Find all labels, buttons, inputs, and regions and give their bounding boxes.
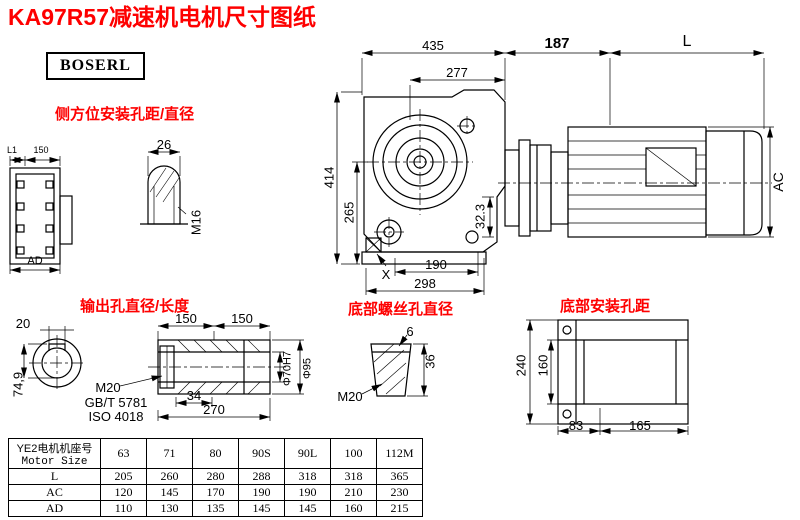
dim-165: 165	[629, 418, 651, 433]
table-row: AD 110 130 135 145 145 160 215	[8, 500, 423, 517]
brand-logo: BOSERL	[46, 52, 145, 80]
side-mount-lineart	[9, 156, 73, 274]
motor-size-table: YE2电机机座号 Motor Size 63 71 80 90S 90L 100…	[8, 438, 423, 517]
output-hole-label: 输出孔直径/长度	[80, 298, 190, 315]
table-cell: 215	[376, 500, 423, 517]
output-bore-lineart	[21, 326, 85, 391]
dim-36: 36	[422, 354, 438, 369]
dim-270: 270	[203, 402, 225, 417]
table-cell: 80	[192, 438, 239, 469]
table-header-cn: YE2电机机座号	[16, 442, 93, 455]
dim-74-9: 74,9	[10, 371, 26, 398]
table-cell: 260	[146, 468, 193, 485]
table-cell: 210	[330, 484, 377, 501]
table-cell: 100	[330, 438, 377, 469]
table-cell: L	[8, 468, 101, 485]
table-cell: 145	[146, 484, 193, 501]
table-cell: 90S	[238, 438, 285, 469]
table-cell: 145	[238, 500, 285, 517]
table-header-en: Motor Size	[21, 455, 88, 468]
table-cell: 205	[100, 468, 147, 485]
dim-6: 6	[406, 324, 414, 339]
table-cell: 90L	[284, 438, 331, 469]
side-mount-label: 侧方位安装孔距/直径	[55, 106, 195, 123]
dim-L: L	[682, 33, 692, 50]
dim-26: 26	[156, 137, 172, 152]
table-cell: 288	[238, 468, 285, 485]
table-cell: 170	[192, 484, 239, 501]
table-row: AC 120 145 170 190 190 210 230	[8, 484, 423, 501]
dim-190: 190	[425, 257, 447, 272]
bottom-mount-label: 底部安装孔距	[560, 298, 651, 315]
dim-M20-screw: M20	[337, 389, 363, 404]
table-row: L 205 260 280 288 318 318 365	[8, 468, 423, 485]
dim-265: 265	[341, 201, 357, 224]
dim-150-side: 150	[33, 145, 49, 155]
dim-phi70H7: Φ70H7	[281, 350, 294, 387]
bottom-screw-label: 底部螺丝孔直径	[348, 301, 454, 318]
output-shaft-lineart	[119, 323, 304, 421]
table-cell: 135	[192, 500, 239, 517]
motor-lineart	[498, 126, 772, 238]
table-cell: 120	[100, 484, 147, 501]
table-cell: 145	[284, 500, 331, 517]
dim-150-b: 150	[231, 311, 253, 326]
table-cell: AC	[8, 484, 101, 501]
bottom-mount-lineart	[526, 319, 689, 435]
table-cell: 190	[238, 484, 285, 501]
table-cell: 190	[284, 484, 331, 501]
main-dimensions	[334, 50, 774, 295]
table-cell: AD	[8, 500, 101, 517]
bottom-screw-lineart	[361, 334, 428, 397]
dim-34: 34	[186, 388, 202, 403]
dim-L1: L1	[6, 145, 17, 155]
dim-20: 20	[15, 316, 31, 331]
dim-X: X	[381, 267, 391, 282]
dim-M20-output: M20	[95, 380, 121, 395]
page-title: KA97R57减速机电机尺寸图纸	[8, 4, 316, 30]
dim-32-3: 32.3	[472, 203, 488, 230]
dim-gbt-5781: GB/T 5781	[84, 395, 148, 410]
table-header-motor-size: YE2电机机座号 Motor Size	[8, 438, 101, 469]
dim-iso-4018: ISO 4018	[88, 409, 144, 424]
dim-187: 187	[544, 35, 570, 52]
dim-M16: M16	[188, 209, 204, 236]
table-header-row: YE2电机机座号 Motor Size 63 71 80 90S 90L 100…	[8, 438, 423, 469]
dim-160: 160	[535, 354, 551, 377]
table-cell: 130	[146, 500, 193, 517]
table-cell: 318	[284, 468, 331, 485]
dim-150-a: 150	[175, 311, 197, 326]
dim-414: 414	[321, 166, 337, 189]
dim-277: 277	[446, 65, 468, 80]
table-cell: 71	[146, 438, 193, 469]
table-cell: 110	[100, 500, 147, 517]
dim-298: 298	[414, 276, 436, 291]
side-hole-pin-lineart	[140, 149, 188, 225]
dim-83: 83	[568, 418, 584, 433]
table-cell: 112M	[376, 438, 423, 469]
table-cell: 160	[330, 500, 377, 517]
table-cell: 230	[376, 484, 423, 501]
table-cell: 280	[192, 468, 239, 485]
dim-435: 435	[422, 38, 444, 53]
dim-AD: AD	[27, 255, 43, 267]
dim-AC: AC	[770, 172, 786, 192]
table-cell: 365	[376, 468, 423, 485]
gearbox-lineart	[361, 89, 506, 265]
table-cell: 63	[100, 438, 147, 469]
dim-240: 240	[513, 354, 529, 377]
table-cell: 318	[330, 468, 377, 485]
dim-phi95: Φ95	[301, 358, 314, 380]
